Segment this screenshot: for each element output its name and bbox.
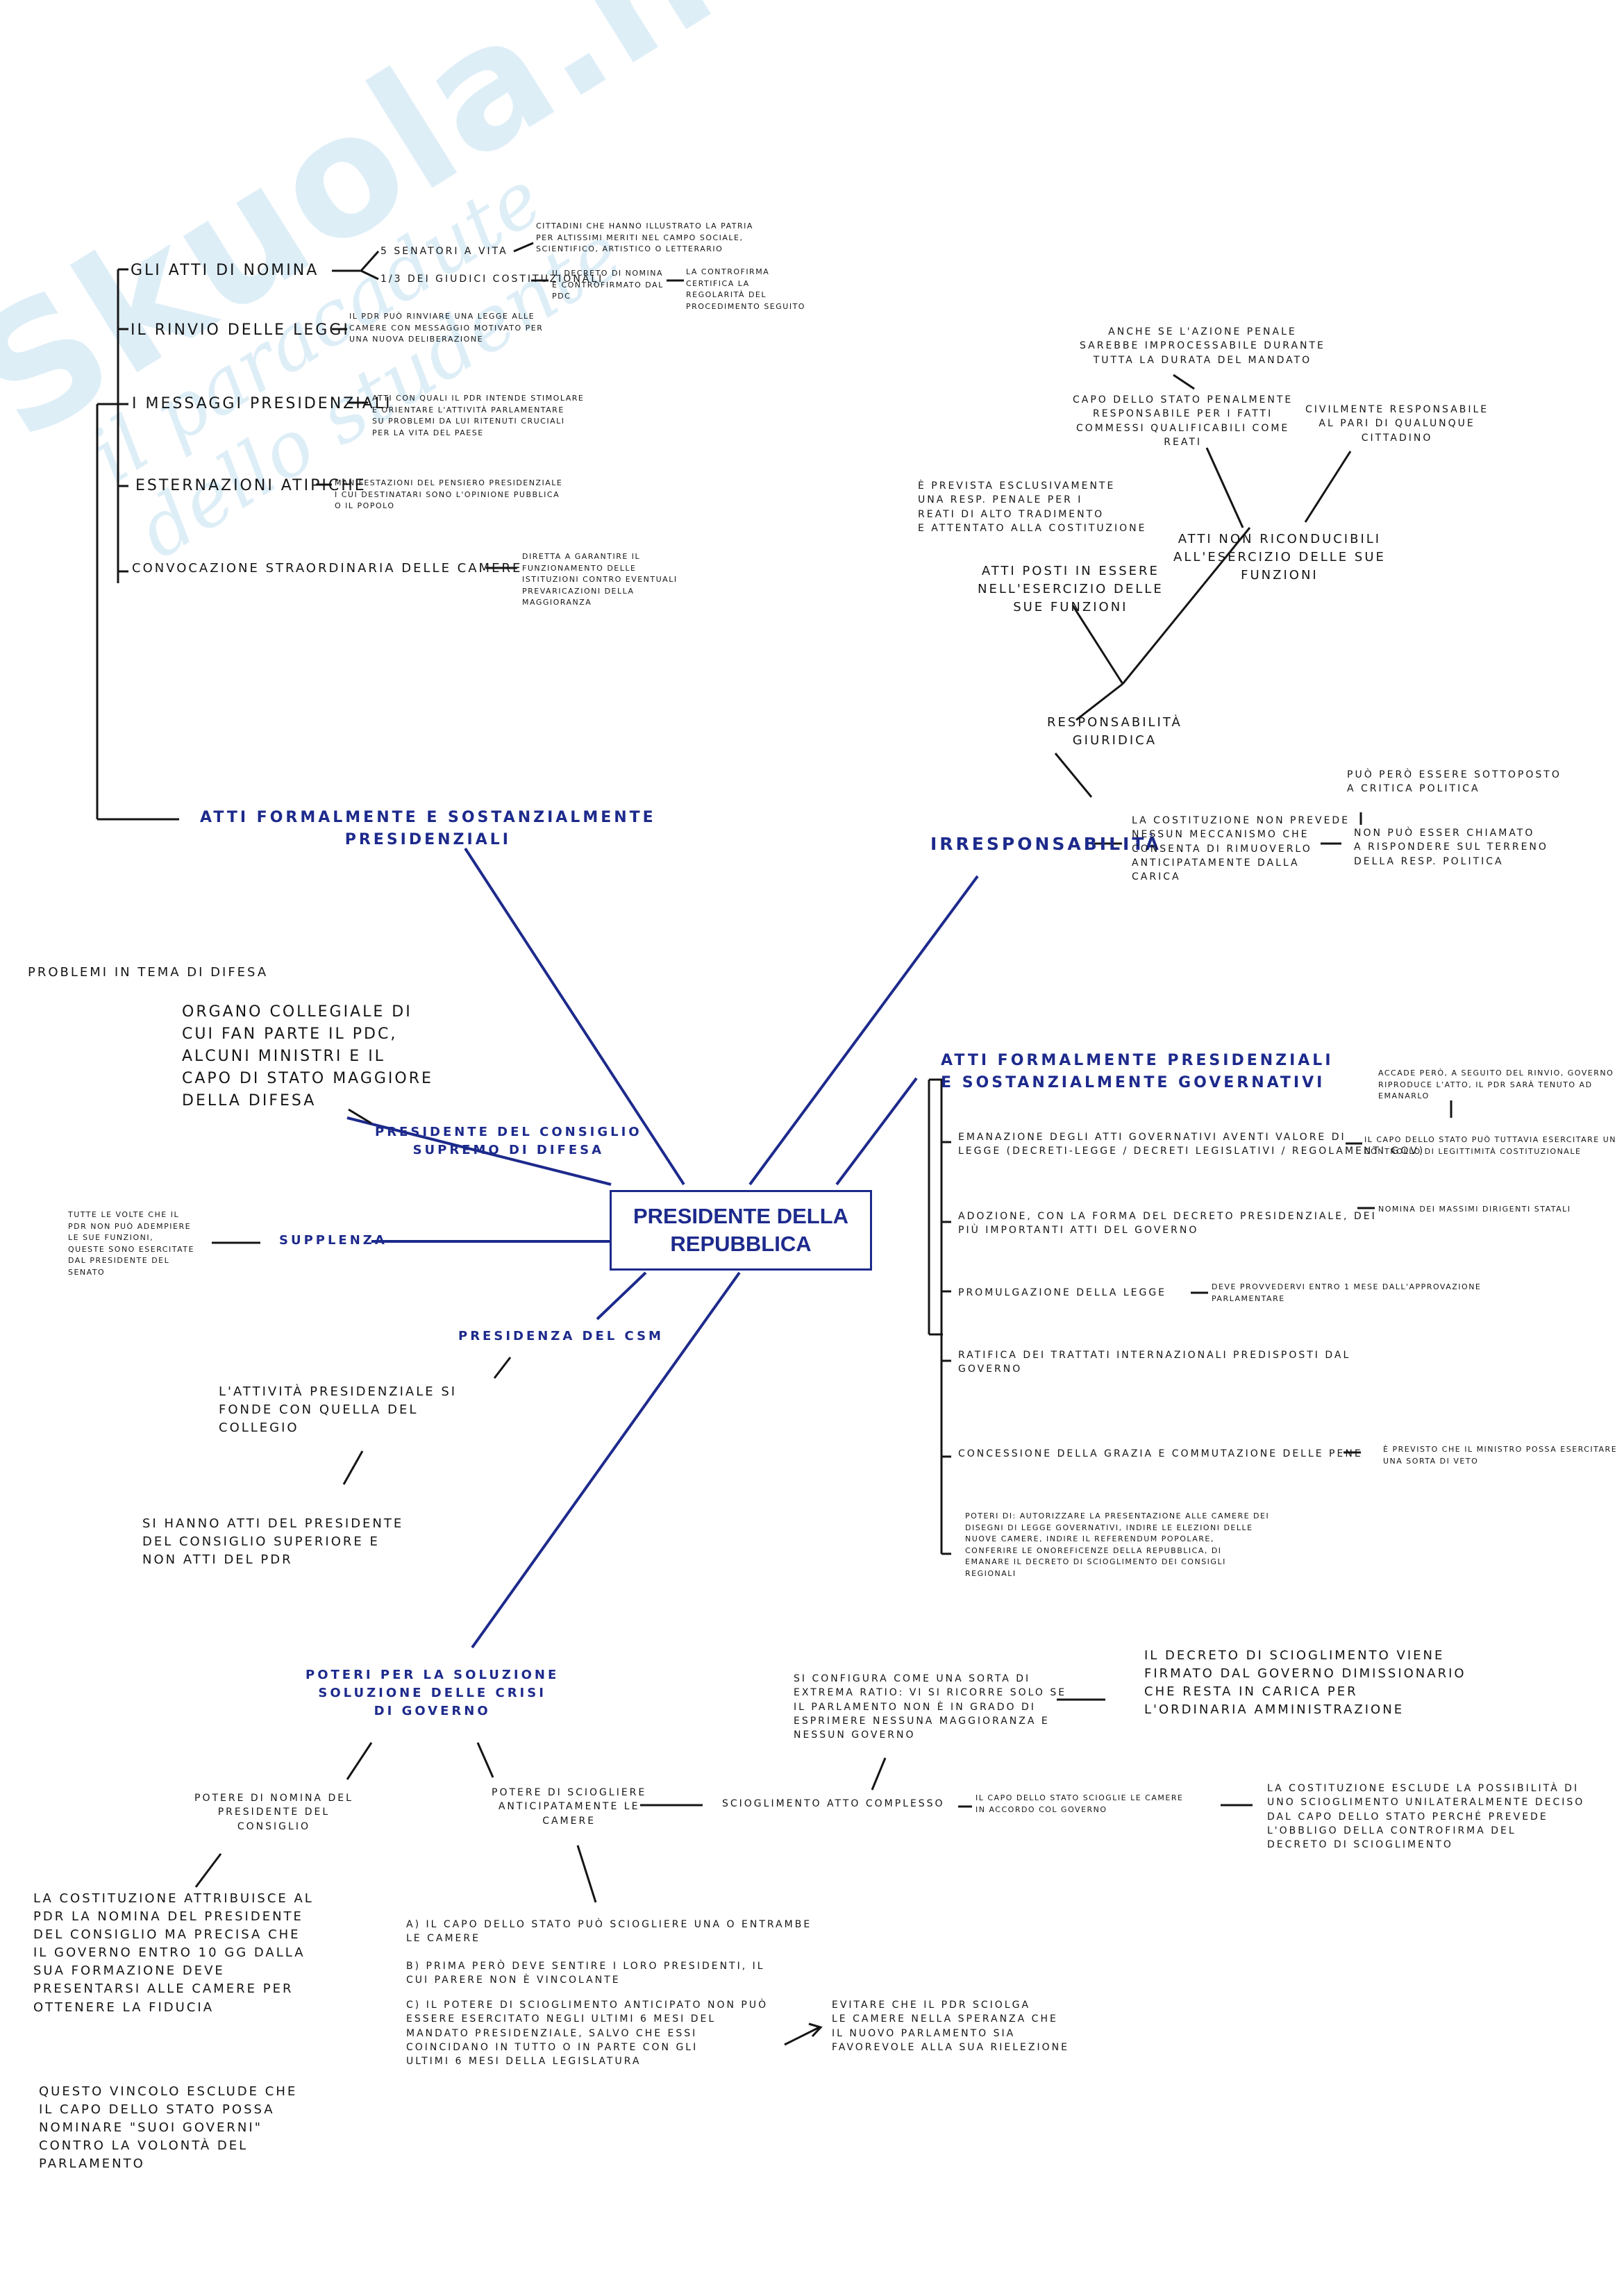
note-convocazione: DIRETTA A GARANTIRE IL FUNZIONAMENTO DEL… [522,552,678,607]
note-decreto-dimissionario: IL DECRETO DI SCIOGLIMENTO VIENE FIRMATO… [1144,1648,1466,1718]
note-critica-politica: PUÒ PERÒ ESSERE SOTTOPOSTO A CRITICA POL… [1347,769,1562,795]
heading-crisi-governo: POTERI PER LA SOLUZIONE SOLUZIONE DELLE … [305,1668,560,1719]
note-accade-rinvio: ACCADE PERÒ, A SEGUITO DEL RINVIO, GOVER… [1378,1069,1614,1100]
item-grazia: CONCESSIONE DELLA GRAZIA E COMMUTAZIONE … [958,1448,1363,1459]
label-rinvio-leggi: IL RINVIO DELLE LEGGI [131,321,350,339]
point-a: A) IL CAPO DELLO STATO PUÒ SCIOGLIERE UN… [406,1919,812,1945]
spoke-atti-governativi [835,1077,918,1186]
item-ratifica: RATIFICA DEI TRATTATI INTERNAZIONALI PRE… [958,1350,1351,1375]
label-consiglio-difesa: PRESIDENTE DEL CONSIGLIO SUPREMO DI DIFE… [375,1125,642,1158]
item-poteri-vari: POTERI DI: AUTORIZZARE LA PRESENTAZIONE … [965,1511,1270,1578]
spoke-csm [596,1271,647,1321]
heading-atti-governativi: ATTI FORMALMENTE PRESIDENZIALI E SOSTANZ… [941,1052,1334,1091]
label-giudici: 1/3 DEI GIUDICI COSTITUZIONALI [380,274,604,285]
label-problemi-difesa: PROBLEMI IN TEMA DI DIFESA [28,965,269,980]
label-potere-sciogliere: POTERE DI SCIOGLIERE ANTICIPATAMENTE LE … [492,1787,647,1827]
label-messaggi: I MESSAGGI PRESIDENZIALI [132,395,392,412]
note-promulgazione: DEVE PROVVEDERVI ENTRO 1 MESE DALL'APPRO… [1212,1282,1482,1303]
item-promulgazione: PROMULGAZIONE DELLA LEGGE [958,1287,1167,1298]
label-convocazione: CONVOCAZIONE STRAORDINARIA DELLE CAMERE [132,561,523,576]
point-b: B) PRIMA PERÒ DEVE SENTIRE I LORO PRESID… [406,1961,765,1986]
note-resp-penale: È PREVISTA ESCLUSIVAMENTE UNA RESP. PENA… [918,480,1147,534]
spoke-irresponsabilita [748,875,979,1186]
note-organo-collegiale: ORGANO COLLEGIALE DI CUI FAN PARTE IL PD… [182,1003,433,1109]
label-senatori-vita: 5 SENATORI A VITA [380,246,508,257]
spoke-difesa [346,1116,612,1186]
note-extrema-ratio: SI CONFIGURA COME UNA SORTA DI EXTREMA R… [794,1673,1067,1741]
note-giudici: IL DECRETO DI NOMINA È CONTROFIRMATO DAL… [552,269,664,301]
note-evitare-rielezione: EVITARE CHE IL PDR SCIOLGA LE CAMERE NEL… [832,2000,1069,2053]
note-adozione: NOMINA DEI MASSIMI DIRIGENTI STATALI [1378,1205,1571,1214]
note-senatori: CITTADINI CHE HANNO ILLUSTRATO LA PATRIA… [536,221,753,253]
label-potere-nomina: POTERE DI NOMINA DEL PRESIDENTE DEL CONS… [194,1793,353,1832]
label-responsabilita-giuridica: RESPONSABILITÀ GIURIDICA [1047,715,1182,748]
note-grazia: È PREVISTO CHE IL MINISTRO POSSA ESERCIT… [1383,1445,1618,1466]
spoke-atti-presidenziali [464,847,685,1186]
note-rinvio: IL PDR PUÒ RINVIARE UNA LEGGE ALLE CAMER… [349,312,544,344]
label-scioglimento-complesso: SCIOGLIMENTO ATTO COMPLESSO [722,1798,945,1809]
central-node: PRESIDENTE DELLA REPUBBLICA [610,1190,872,1271]
note-nomina-fiducia: LA COSTITUZIONE ATTRIBUISCE AL PDR LA NO… [33,1891,314,2015]
heading-irresponsabilita: IRRESPONSABILITÀ [930,834,1162,854]
label-atti-posti: ATTI POSTI IN ESSERE NELL'ESERCIZIO DELL… [978,564,1164,615]
note-penalmente-responsabile: CAPO DELLO STATO PENALMENTE RESPONSABILE… [1073,394,1294,448]
note-controfirma: LA CONTROFIRMA CERTIFICA LA REGOLARITÀ D… [686,267,805,311]
item-emanazione: EMANAZIONE DEGLI ATTI GOVERNATIVI AVENTI… [958,1132,1425,1157]
note-azione-penale: ANCHE SE L'AZIONE PENALE SAREBBE IMPROCE… [1080,326,1325,366]
note-messaggi: ATTI CON QUALI IL PDR INTENDE STIMOLARE … [372,394,585,437]
note-costituzione-rimozione: LA COSTITUZIONE NON PREVEDE NESSUN MECCA… [1132,815,1350,883]
note-non-chiamato: NON PUÒ ESSER CHIAMATO A RISPONDERE SUL … [1354,828,1548,867]
label-supplenza: SUPPLENZA [279,1233,387,1248]
spoke-crisi [471,1271,741,1649]
label-presidenza-csm: PRESIDENZA DEL CSM [458,1329,664,1343]
point-c: C) IL POTERE DI SCIOGLIMENTO ANTICIPATO … [406,2000,769,2068]
heading-atti-presidenziali: ATTI FORMALMENTE E SOSTANZIALMENTE PRESI… [200,809,656,848]
note-atti-presidente-csm: SI HANNO ATTI DEL PRESIDENTE DEL CONSIGL… [142,1516,404,1568]
item-adozione: ADOZIONE, CON LA FORMA DEL DECRETO PRESI… [958,1211,1377,1237]
note-accordo-governo: IL CAPO DELLO STATO SCIOGLIE LE CAMERE I… [976,1793,1184,1814]
label-atti-non-riconducibili: ATTI NON RICONDUCIBILI ALL'ESERCIZIO DEL… [1173,532,1386,583]
note-vincolo: QUESTO VINCOLO ESCLUDE CHE IL CAPO DELLO… [39,2084,298,2172]
note-civilmente-responsabile: CIVILMENTE RESPONSABILE AL PARI DI QUALU… [1305,404,1489,444]
note-esternazioni: MANIFESTAZIONI DEL PENSIERO PRESIDENZIAL… [335,478,563,510]
label-atti-nomina: GLI ATTI DI NOMINA [131,262,319,279]
note-emanazione: IL CAPO DELLO STATO PUÒ TUTTAVIA ESERCIT… [1364,1135,1616,1156]
note-esclude-unilaterale: LA COSTITUZIONE ESCLUDE LA POSSIBILITÀ D… [1267,1783,1585,1851]
note-attivita-fonde: L'ATTIVITÀ PRESIDENZIALE SI FONDE CON QU… [219,1384,458,1436]
note-supplenza: TUTTE LE VOLTE CHE IL PDR NON PUÒ ADEMPI… [68,1210,194,1277]
label-esternazioni: ESTERNAZIONI ATIPICHE [135,477,367,494]
